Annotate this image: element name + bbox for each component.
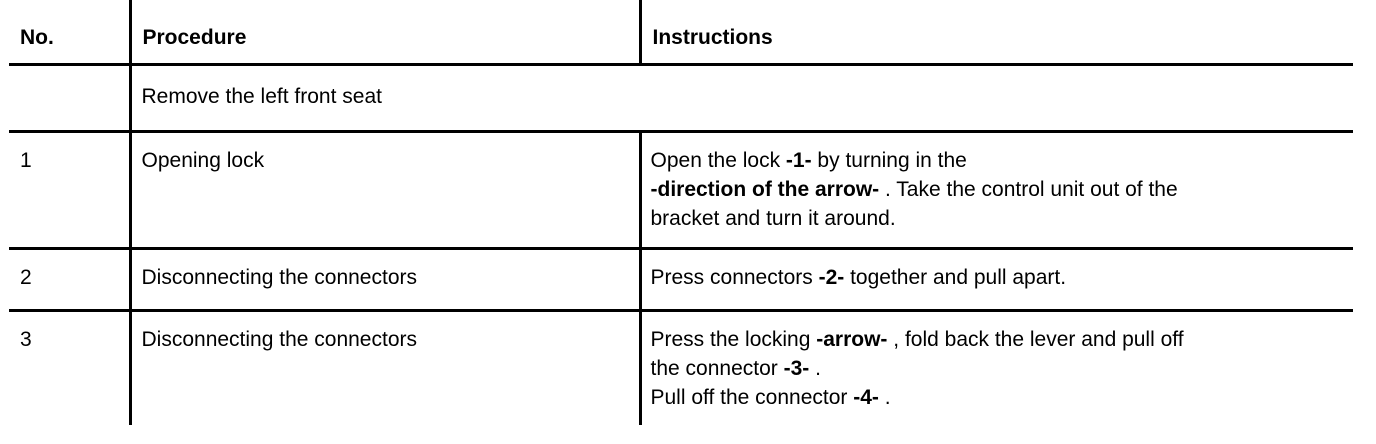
cell-no-empty	[9, 64, 130, 133]
procedure-table: No. Procedure Instructions Remove the le…	[9, 0, 1353, 425]
cell-instructions: Open the lock -1- by turning in the -dire…	[638, 131, 1353, 250]
column-header-no: No.	[9, 0, 130, 66]
instruction-line: Pull off the connector -4- .	[650, 385, 891, 409]
cell-procedure: Opening lock	[128, 131, 640, 250]
header-row: No. Procedure Instructions	[9, 0, 1353, 66]
cell-no: 1	[9, 131, 130, 250]
column-header-instructions: Instructions	[638, 0, 1353, 66]
section-row: Remove the left front seat	[9, 64, 1353, 133]
cell-instructions: Press the locking -arrow- , fold back th…	[638, 310, 1353, 425]
instruction-line: Press connectors -2- together and pull a…	[650, 265, 1067, 289]
instruction-line: bracket and turn it around.	[650, 206, 896, 230]
instruction-line: Press the locking -arrow- , fold back th…	[650, 327, 1184, 351]
table-header: No. Procedure Instructions	[9, 0, 1353, 66]
cell-no: 3	[20, 327, 32, 351]
cell-instructions: Press connectors -2- together and pull a…	[638, 248, 1353, 312]
cell-procedure: Disconnecting the connectors	[128, 310, 640, 425]
instruction-line: Open the lock -1- by turning in the	[650, 148, 967, 172]
instruction-line: -direction of the arrow- . Take the cont…	[650, 177, 1178, 201]
cell-no: 2	[9, 248, 130, 312]
instruction-line: the connector -3- .	[650, 356, 821, 380]
table-row: 3 Disconnecting the connectors Press the l…	[9, 310, 1353, 425]
section-title: Remove the left front seat	[128, 64, 1353, 133]
cell-procedure: Disconnecting the connectors	[128, 248, 640, 312]
column-header-procedure: Procedure	[128, 0, 640, 66]
